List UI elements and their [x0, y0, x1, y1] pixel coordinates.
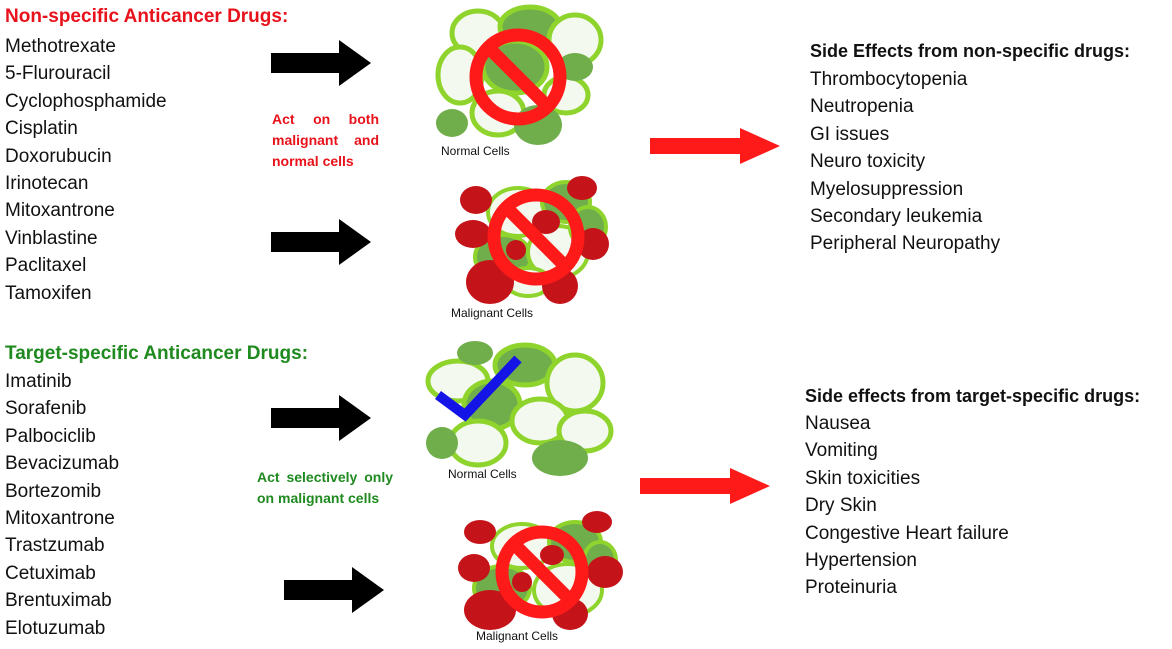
- prohibition-sign-icon: [469, 28, 567, 126]
- black-arrow-icon: [271, 219, 371, 265]
- drug-item: Elotuzumab: [5, 617, 106, 639]
- side-effect-item: Neutropenia: [810, 96, 914, 118]
- side-effect-item: Congestive Heart failure: [805, 522, 1009, 544]
- red-arrow-icon: [650, 128, 780, 164]
- normal-cells-label: Normal Cells: [448, 467, 517, 481]
- drug-item: Trastzumab: [5, 535, 105, 557]
- nonspecific-side-effects-list: Thrombocytopenia Neutropenia GI issues N…: [810, 66, 1000, 258]
- side-effect-item: Secondary leukemia: [810, 206, 983, 228]
- drug-item: Sorafenib: [5, 398, 87, 420]
- malignant-cells-label: Malignant Cells: [451, 306, 534, 320]
- drug-item: Mitoxantrone: [5, 200, 115, 222]
- drug-item: Imatinib: [5, 371, 72, 392]
- malignant-cells-cluster: [458, 511, 623, 630]
- side-effect-item: Proteinuria: [805, 577, 897, 599]
- side-effect-item: Nausea: [805, 413, 871, 434]
- drug-item: Bortezomib: [5, 480, 102, 502]
- drug-item: Mitoxantrone: [5, 508, 115, 530]
- side-effect-item: Myelosuppression: [810, 178, 964, 200]
- targeted-drug-list: Imatinib Sorafenib Palbociclib Bevacizum…: [5, 368, 119, 642]
- normal-cells-cluster: [425, 341, 614, 476]
- check-mark-icon: [435, 355, 522, 422]
- nonspecific-note: Act on both malignant and normal cells: [272, 111, 379, 169]
- red-arrow-icon: [640, 468, 770, 504]
- nonspecific-heading: Non-specific Anticancer Drugs:: [5, 6, 289, 27]
- targeted-side-effects-title: Side effects from target-specific drugs:: [805, 386, 1141, 406]
- malignant-cells-cluster: [455, 176, 609, 304]
- side-effect-item: Thrombocytopenia: [810, 69, 968, 90]
- drug-item: Paclitaxel: [5, 255, 87, 277]
- malignant-cells-label: Malignant Cells: [476, 629, 559, 643]
- drug-item: Cyclophosphamide: [5, 90, 167, 112]
- side-effect-item: Vomiting: [805, 440, 878, 462]
- drug-item: Cisplatin: [5, 118, 78, 140]
- targeted-note: Act selectively only on malignant cells: [257, 469, 393, 506]
- drug-item: 5-Flurouracil: [5, 63, 111, 85]
- drug-item: Irinotecan: [5, 173, 89, 195]
- nonspecific-drug-list: Methotrexate 5-Flurouracil Cyclophospham…: [5, 33, 167, 307]
- black-arrow-icon: [284, 567, 384, 613]
- side-effect-item: Skin toxicities: [805, 467, 921, 489]
- drug-item: Tamoxifen: [5, 282, 92, 304]
- drug-item: Bevacizumab: [5, 453, 120, 475]
- side-effect-item: Peripheral Neuropathy: [810, 233, 1001, 255]
- normal-cells-cluster: [435, 4, 604, 145]
- side-effect-item: Neuro toxicity: [810, 151, 926, 173]
- drug-item: Vinblastine: [5, 227, 98, 249]
- side-effect-item: Hypertension: [805, 550, 917, 572]
- normal-cells-label: Normal Cells: [441, 144, 510, 158]
- drug-item: Methotrexate: [5, 36, 116, 57]
- drug-item: Palbociclib: [5, 425, 96, 447]
- side-effect-item: Dry Skin: [805, 495, 877, 517]
- drug-item: Cetuximab: [5, 562, 96, 584]
- prohibition-sign-icon: [495, 525, 589, 619]
- black-arrow-icon: [271, 395, 371, 441]
- targeted-side-effects-list: Nausea Vomiting Skin toxicities Dry Skin…: [805, 410, 1009, 602]
- drug-item: Brentuximab: [5, 590, 112, 612]
- targeted-heading: Target-specific Anticancer Drugs:: [5, 343, 309, 364]
- prohibition-sign-icon: [487, 188, 585, 286]
- drug-item: Doxorubucin: [5, 145, 112, 167]
- side-effect-item: GI issues: [810, 123, 890, 145]
- black-arrow-icon: [271, 40, 371, 86]
- nonspecific-side-effects-title: Side Effects from non-specific drugs:: [810, 41, 1131, 61]
